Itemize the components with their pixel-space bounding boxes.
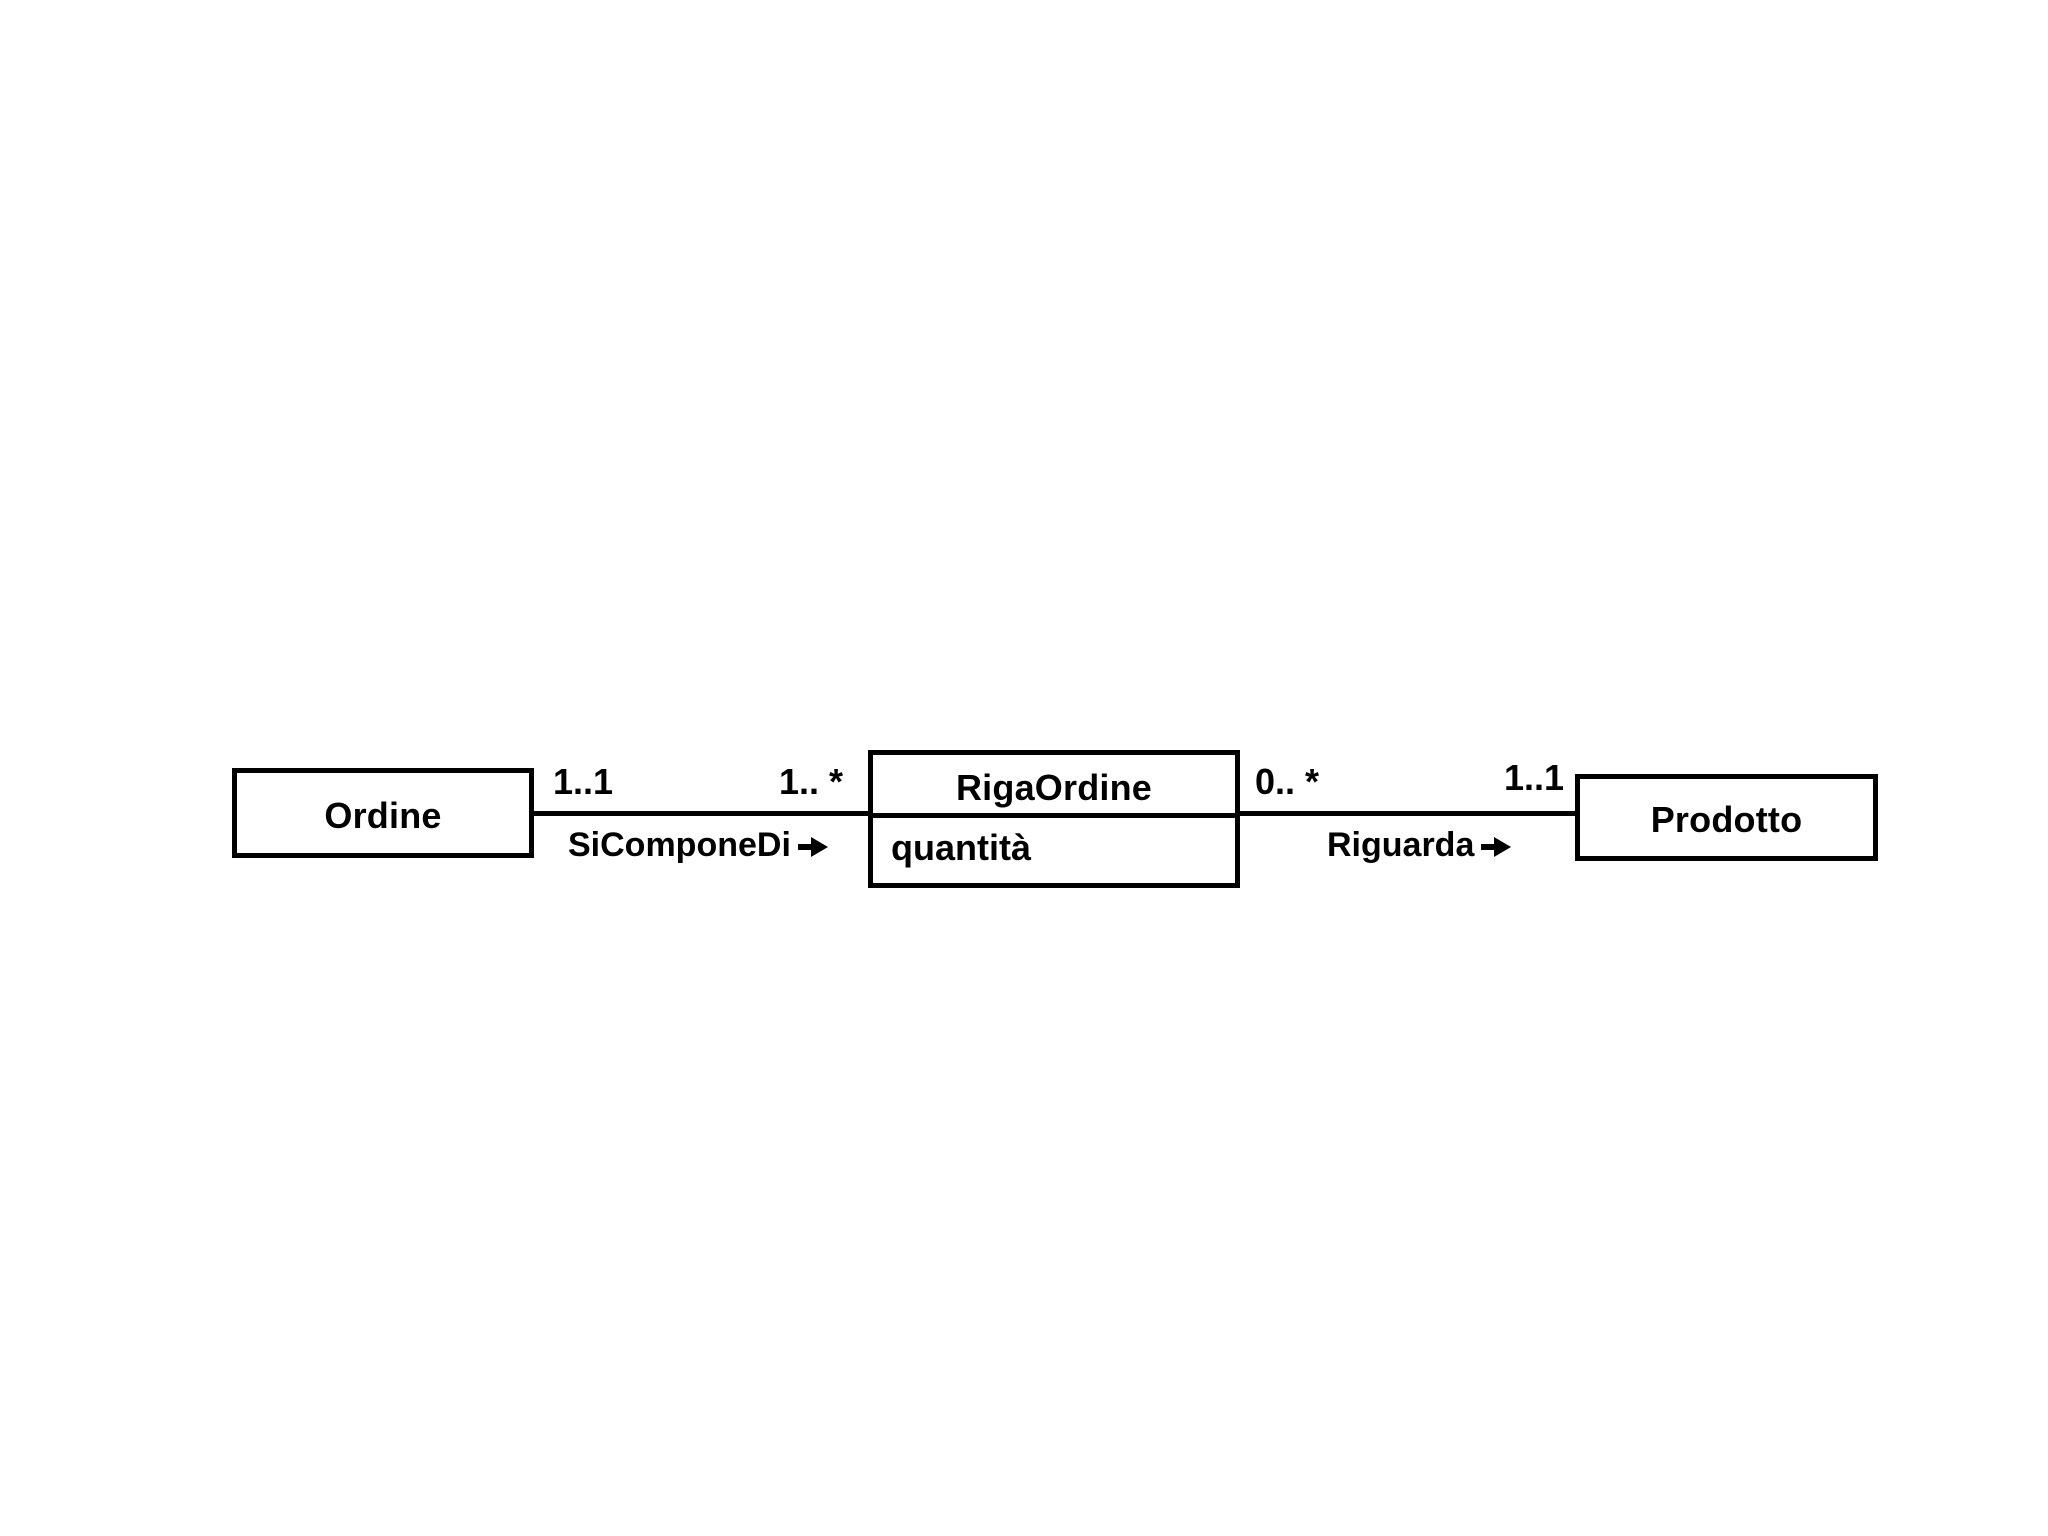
association-label-sicomponedi: SiComponeDi	[568, 826, 828, 865]
association-line-riguarda	[1236, 811, 1579, 816]
multiplicity-rigaordine-left-end: 1.. *	[779, 761, 844, 802]
association-name-text: SiComponeDi	[568, 826, 791, 864]
class-attribute-quantita: quantità	[891, 827, 1031, 868]
class-box-ordine[interactable]: Ordine	[232, 768, 534, 858]
right-arrow-icon	[797, 833, 828, 859]
class-box-prodotto[interactable]: Prodotto	[1575, 774, 1878, 861]
class-name-prodotto: Prodotto	[1650, 799, 1803, 840]
class-box-rigaordine[interactable]: RigaOrdine quantità	[868, 750, 1240, 888]
association-name-text: Riguarda	[1327, 826, 1475, 864]
class-name-ordine: Ordine	[324, 795, 442, 836]
multiplicity-prodotto-end: 1..1	[1504, 757, 1565, 798]
association-label-riguarda: Riguarda	[1327, 826, 1512, 865]
association-line-sicomponedi	[533, 811, 873, 816]
compartment-divider	[873, 813, 1235, 818]
multiplicity-ordine-end: 1..1	[553, 761, 614, 802]
multiplicity-rigaordine-right-end: 0.. *	[1255, 761, 1320, 802]
class-name-rigaordine: RigaOrdine	[955, 767, 1153, 808]
right-arrow-icon	[1481, 833, 1512, 859]
